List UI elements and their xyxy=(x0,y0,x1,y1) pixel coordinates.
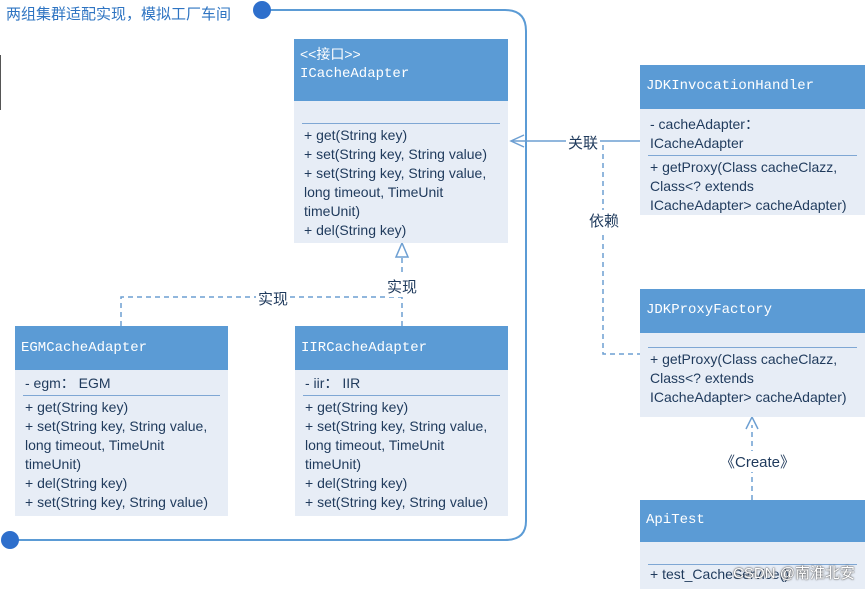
section-divider xyxy=(648,564,857,565)
class-header: JDKProxyFactory xyxy=(640,289,865,333)
method-line: + set(String key, String value) xyxy=(305,494,488,510)
create-label: 《Create》 xyxy=(718,451,798,472)
api-test-class[interactable]: ApiTest + test_CacheService() xyxy=(640,500,865,589)
method-line: + test_CacheService() xyxy=(650,566,789,582)
class-name: JDKInvocationHandler xyxy=(646,78,815,94)
methods-section: + getProxy(Class cacheClazz, Class<? ext… xyxy=(640,156,865,217)
frame-dot-bottom xyxy=(1,531,19,549)
impl-egm-line xyxy=(120,296,402,326)
method-line: + get(String key) xyxy=(304,127,408,143)
method-line: timeUnit) xyxy=(25,456,82,472)
methods-section: + test_CacheService() xyxy=(640,565,865,586)
method-line: + set(String key, String value, xyxy=(305,418,488,434)
method-line: + get(String key) xyxy=(305,399,409,415)
method-line: + get(String key) xyxy=(25,399,129,415)
jdk-proxy-factory-class[interactable]: JDKProxyFactory + getProxy(Class cacheCl… xyxy=(640,289,865,417)
section-divider xyxy=(302,123,500,124)
method-line: Class<? extends xyxy=(650,370,754,386)
class-name: EGMCacheAdapter xyxy=(21,340,148,356)
class-header: JDKInvocationHandler xyxy=(640,65,865,109)
impl-label-left: 实现 xyxy=(256,288,291,309)
method-line: Class<? extends xyxy=(650,178,754,194)
watermark: CSDN @南淮北安 xyxy=(733,565,855,582)
methods-section: + getProxy(Class cacheClazz, Class<? ext… xyxy=(640,348,865,409)
frame-border xyxy=(10,9,527,541)
class-name: ApiTest xyxy=(646,512,705,528)
method-line: ICacheAdapter> cacheAdapter) xyxy=(650,389,847,405)
class-name: JDKProxyFactory xyxy=(646,302,773,318)
jdk-invocation-handler-class[interactable]: JDKInvocationHandler - cacheAdapter： ICa… xyxy=(640,65,865,215)
method-line: + set(String key, String value, xyxy=(25,418,208,434)
field-line: - egm： EGM xyxy=(25,375,111,391)
section-divider xyxy=(303,395,500,396)
impl-label-right: 实现 xyxy=(385,276,420,297)
egm-cache-adapter-class[interactable]: EGMCacheAdapter - egm： EGM + get(String … xyxy=(15,326,228,516)
class-header: ApiTest xyxy=(640,500,865,542)
method-line: ICacheAdapter> cacheAdapter) xyxy=(650,197,847,213)
methods-section: + get(String key) + set(String key, Stri… xyxy=(295,396,508,514)
frame-dot-top xyxy=(253,1,271,19)
method-line: + getProxy(Class cacheClazz, xyxy=(650,351,838,367)
fields-section: - cacheAdapter： ICacheAdapter xyxy=(640,109,865,155)
method-line: + set(String key, String value, xyxy=(304,165,487,181)
section-divider xyxy=(648,155,857,156)
field-line: - cacheAdapter： xyxy=(650,116,759,132)
method-line: timeUnit) xyxy=(304,203,361,219)
methods-section: + get(String key) + set(String key, Stri… xyxy=(294,124,508,242)
class-header: EGMCacheAdapter xyxy=(15,326,228,370)
iir-cache-adapter-class[interactable]: IIRCacheAdapter - iir： IIR + get(String … xyxy=(295,326,508,516)
frame-title: 两组集群适配实现，模拟工厂车间 xyxy=(6,6,232,23)
field-line: ICacheAdapter xyxy=(650,135,744,151)
impl-arrowhead xyxy=(394,241,410,258)
icache-adapter-class[interactable]: <<接口>> ICacheAdapter + get(String key) +… xyxy=(294,39,508,243)
section-divider xyxy=(23,395,220,396)
class-header: <<接口>> ICacheAdapter xyxy=(294,39,508,101)
method-line: + getProxy(Class cacheClazz, xyxy=(650,159,838,175)
method-line: + del(String key) xyxy=(305,475,408,491)
method-line: + set(String key, String value) xyxy=(304,146,487,162)
association-label: 关联 xyxy=(566,132,601,153)
method-line: long timeout, TimeUnit xyxy=(25,437,165,453)
method-line: long timeout, TimeUnit xyxy=(305,437,445,453)
method-line: + set(String key, String value) xyxy=(25,494,208,510)
methods-section: + get(String key) + set(String key, Stri… xyxy=(15,396,228,514)
stereotype-label: <<接口>> xyxy=(300,46,361,62)
method-line: long timeout, TimeUnit xyxy=(304,184,444,200)
method-line: + del(String key) xyxy=(304,222,407,238)
class-header: IIRCacheAdapter xyxy=(295,326,508,370)
create-arrowhead xyxy=(745,415,759,430)
method-line: + del(String key) xyxy=(25,475,128,491)
method-line: timeUnit) xyxy=(305,456,362,472)
section-divider xyxy=(648,347,857,348)
association-arrowhead xyxy=(509,134,525,148)
field-line: - iir： IIR xyxy=(305,375,361,391)
fields-section: - iir： IIR xyxy=(295,370,508,395)
dependency-label: 依赖 xyxy=(587,210,622,231)
class-name: IIRCacheAdapter xyxy=(301,340,428,356)
class-name: ICacheAdapter xyxy=(300,66,410,82)
dependency-line xyxy=(602,145,640,355)
fields-section: - egm： EGM xyxy=(15,370,228,395)
